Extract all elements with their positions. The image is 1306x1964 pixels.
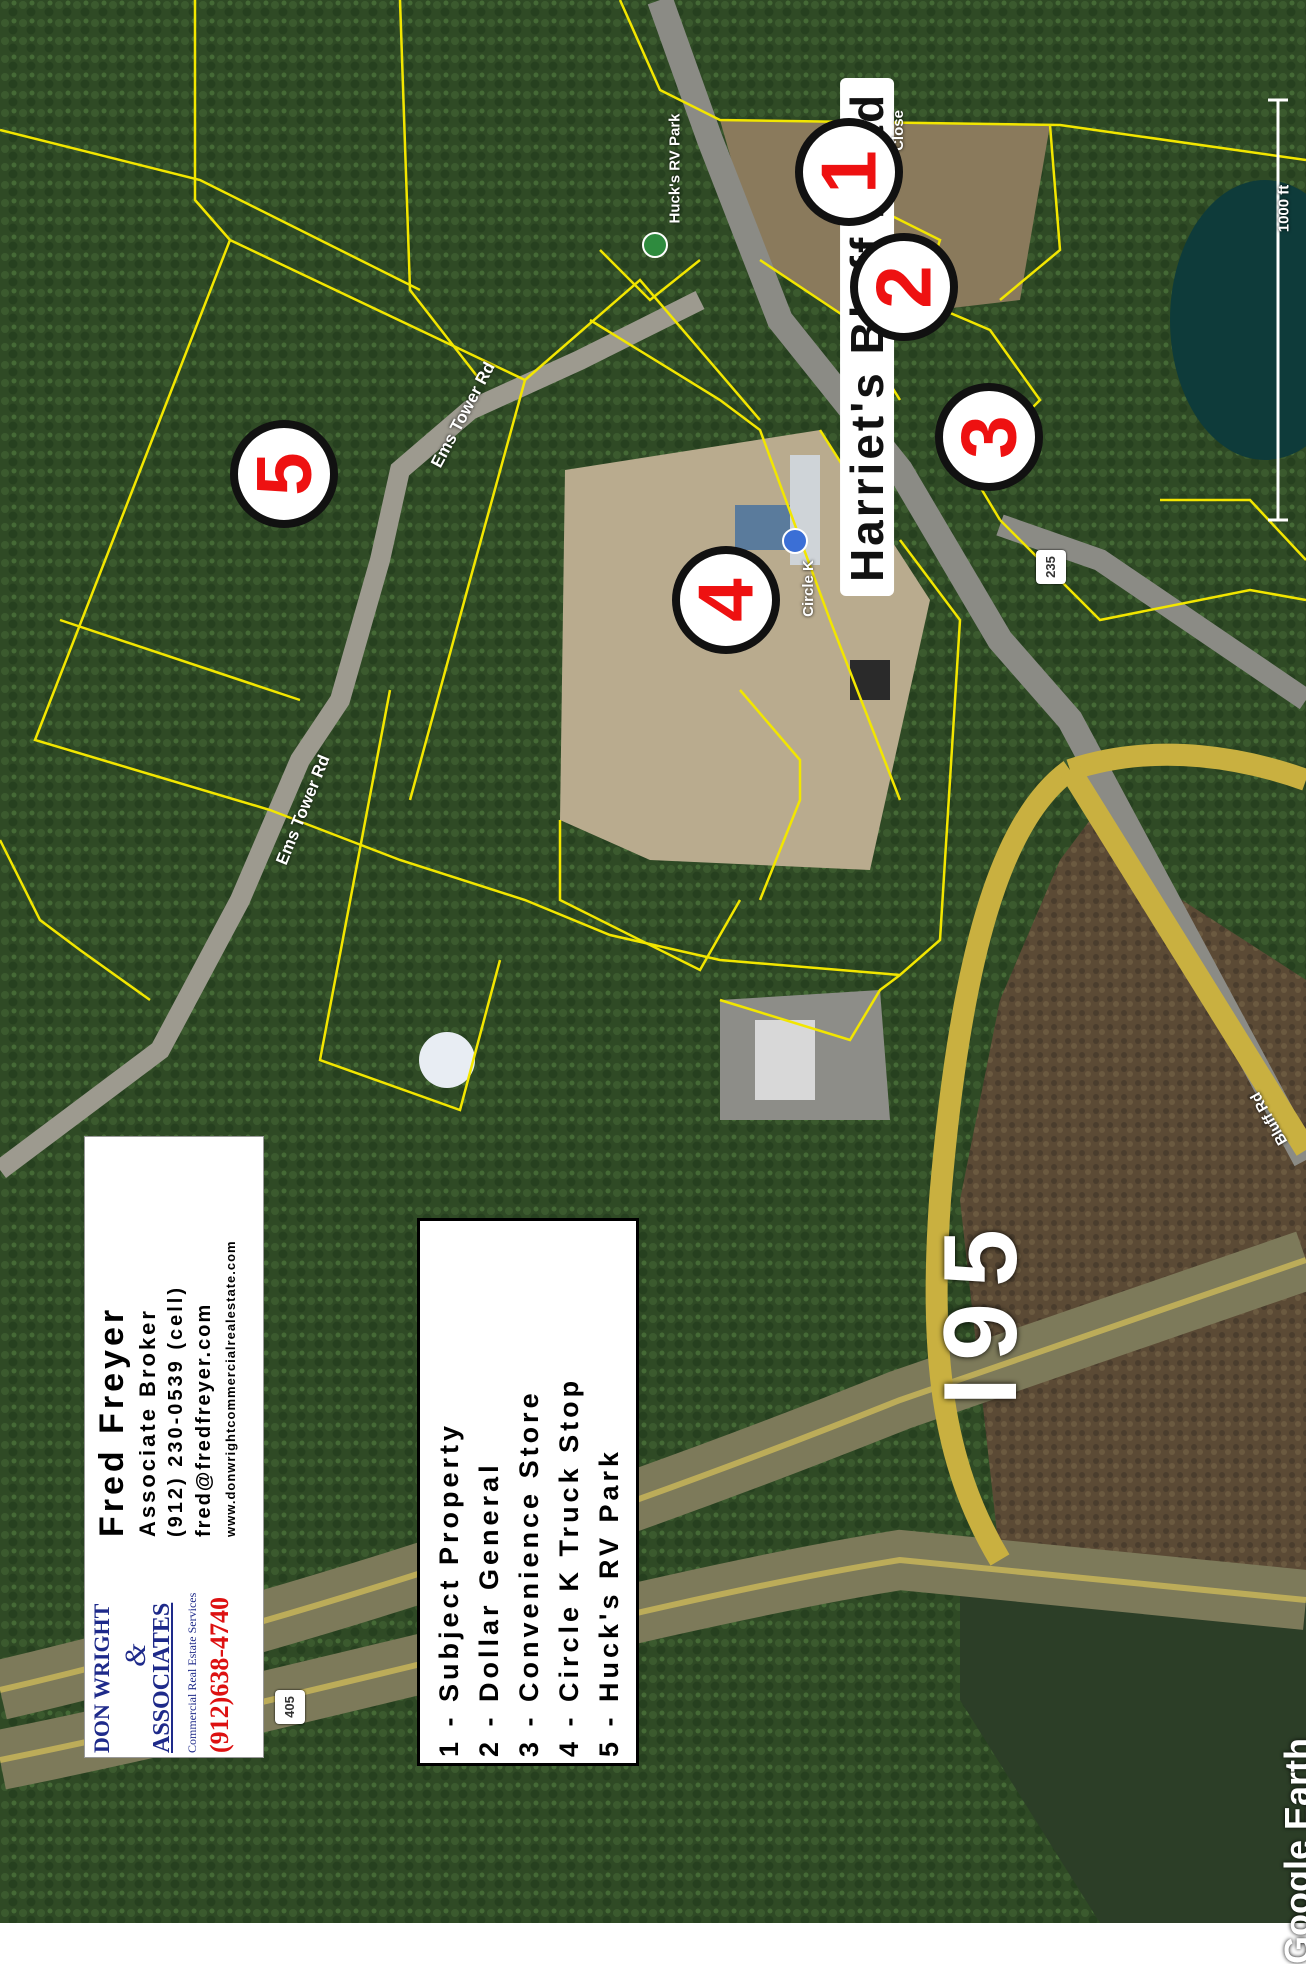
building (850, 660, 890, 700)
contact-website[interactable]: www.donwrightcommercialrealestate.com (223, 1240, 238, 1537)
marker-1-subject-property[interactable]: 1 (795, 118, 903, 226)
legend-item-1: 1 - Subject Property (434, 1421, 464, 1757)
gas-station-pin-icon[interactable] (782, 528, 808, 554)
ramp (925, 761, 1077, 1566)
water-tower (419, 1032, 475, 1088)
ramp (1066, 743, 1306, 791)
logo-line1: DON WRIGHT (89, 1603, 114, 1753)
building (755, 1020, 815, 1100)
marker-5-hucks-rv-park[interactable]: 5 (230, 420, 338, 528)
road-ems-tower (0, 291, 705, 1178)
contact-phone: (912) 230-0539 (cell) (165, 1284, 187, 1537)
legend-item-5: 5 - Huck's RV Park (594, 1447, 624, 1757)
legend-item-4: 4 - Circle K Truck Stop (554, 1376, 584, 1757)
legend-item-2: 2 - Dollar General (474, 1461, 504, 1757)
contact-name: Fred Freyer (93, 1305, 131, 1537)
i95-label: I95 (922, 1213, 1039, 1406)
ramp (1060, 764, 1306, 1156)
contact-card: DON WRIGHT & ASSOCIATES Commercial Real … (84, 1136, 264, 1758)
google-earth-attribution: Google Earth (1277, 1737, 1306, 1964)
marsh-area (960, 1560, 1306, 1923)
road-harriets-bluff (647, 0, 1306, 1167)
marker-4-circle-k-truck-stop[interactable]: 4 (672, 546, 780, 654)
logo: DON WRIGHT & ASSOCIATES Commercial Real … (85, 1557, 263, 1757)
hucks-rv-park-label: Huck's RV Park (666, 113, 684, 224)
legend-item-3: 3 - Convenience Store (514, 1389, 544, 1757)
logo-line2: ASSOCIATES (149, 1602, 175, 1753)
road-235 (996, 514, 1306, 710)
legend: 1 - Subject Property 2 - Dollar General … (417, 1218, 639, 1766)
lake (1170, 180, 1306, 460)
logo-ampersand: & (119, 1643, 152, 1667)
circle-k-label: Circle K (799, 560, 817, 617)
marker-2-dollar-general[interactable]: 2 (850, 233, 958, 341)
contact-title: Associate Broker (135, 1308, 160, 1537)
logo-tagline: Commercial Real Estate Services (185, 1592, 199, 1753)
scale-label: 1000 ft (1275, 184, 1293, 233)
route-235-shield: 235 (1036, 550, 1066, 584)
marker-3-convenience-store[interactable]: 3 (935, 383, 1043, 491)
route-405-shield: 405 (275, 1690, 305, 1724)
rv-park-pin-icon[interactable] (642, 232, 668, 258)
contact-email[interactable]: fred@fredfreyer.com (193, 1302, 215, 1537)
logo-phone: (912)638-4740 (205, 1597, 234, 1753)
